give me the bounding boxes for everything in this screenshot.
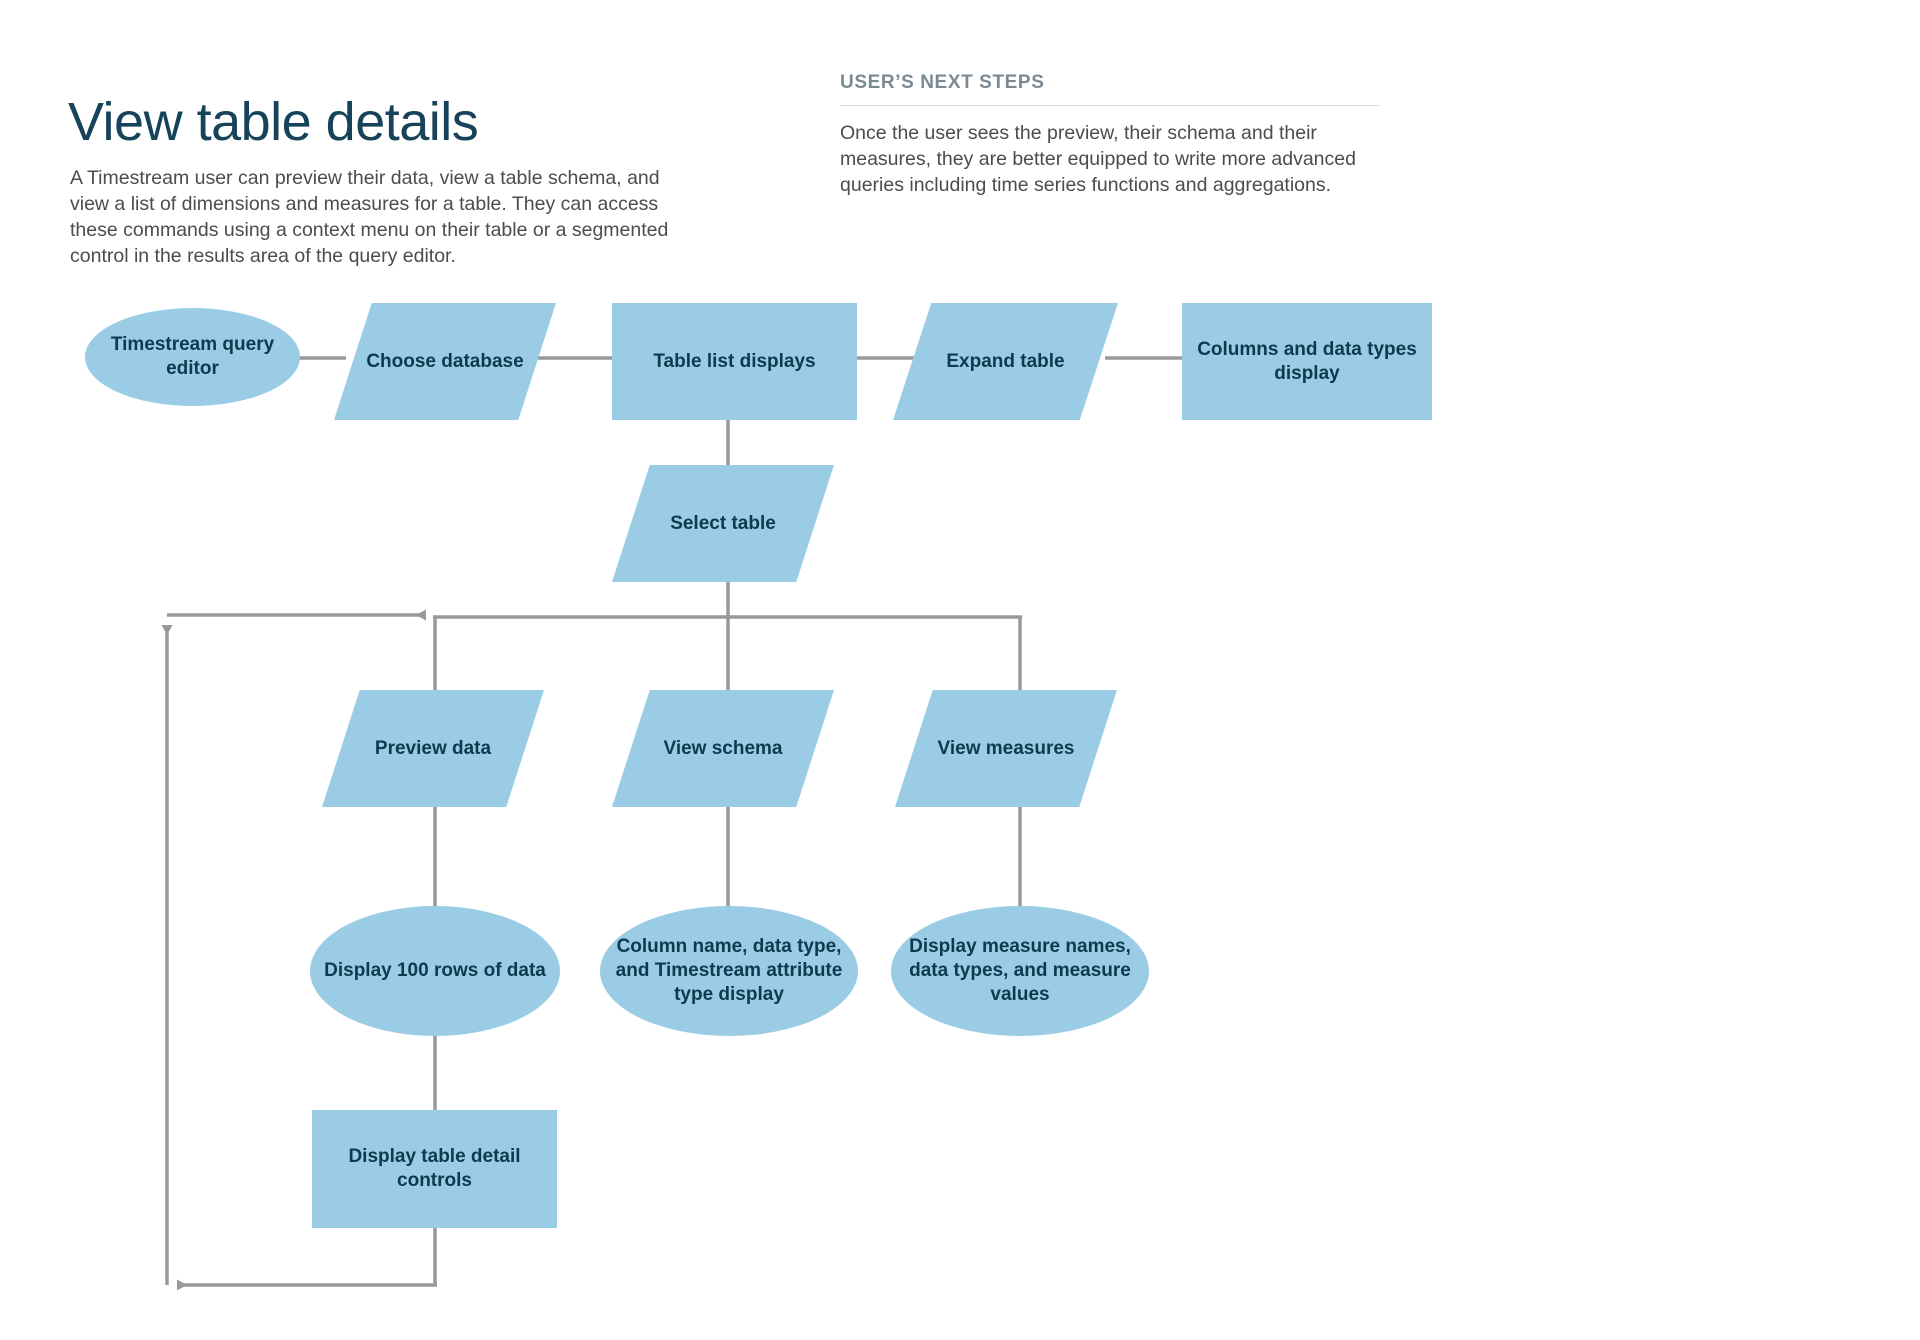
node-label: Table list displays bbox=[653, 350, 816, 372]
next-steps-heading: USER’S NEXT STEPS bbox=[840, 72, 1045, 93]
node-label: View schema bbox=[663, 737, 783, 759]
node-expand-table[interactable]: Expand table bbox=[893, 303, 1118, 420]
node-table-list-displays[interactable]: Table list displays bbox=[612, 303, 857, 420]
node-label: Preview data bbox=[374, 737, 492, 759]
node-preview-data[interactable]: Preview data bbox=[322, 690, 544, 807]
node-display-100-rows-of-data[interactable]: Display 100 rows of data bbox=[310, 906, 560, 1036]
next-steps-block: USER’S NEXT STEPS Once the user sees the… bbox=[840, 72, 1380, 218]
node-label: Display 100 rows of data bbox=[324, 960, 546, 981]
node-label: Columns and data types display bbox=[1197, 338, 1417, 384]
node-column-name-data-type-display[interactable]: Column name, data type, and Timestream a… bbox=[600, 906, 858, 1036]
header-area: View table details A Timestream user can… bbox=[0, 0, 1920, 280]
node-label: Select table bbox=[670, 512, 776, 534]
next-steps-divider bbox=[840, 105, 1380, 106]
node-label: Display measure names, data types, and m… bbox=[909, 936, 1131, 1005]
node-label: Choose database bbox=[366, 350, 524, 372]
node-display-table-detail-controls[interactable]: Display table detail controls bbox=[312, 1110, 557, 1228]
node-columns-and-data-types-display[interactable]: Columns and data types display bbox=[1182, 303, 1432, 420]
node-timestream-query-editor[interactable]: Timestream query editor bbox=[85, 308, 300, 406]
node-choose-database[interactable]: Choose database bbox=[334, 303, 556, 420]
node-view-measures[interactable]: View measures bbox=[895, 690, 1117, 807]
node-label: Column name, data type, and Timestream a… bbox=[615, 936, 843, 1005]
node-label: Timestream query editor bbox=[110, 334, 275, 379]
node-label: View measures bbox=[937, 737, 1075, 759]
node-select-table[interactable]: Select table bbox=[612, 465, 834, 582]
node-display-measure-names[interactable]: Display measure names, data types, and m… bbox=[891, 906, 1149, 1036]
node-label: Expand table bbox=[946, 350, 1065, 372]
node-view-schema[interactable]: View schema bbox=[612, 690, 834, 807]
page-title: View table details bbox=[68, 92, 479, 153]
intro-paragraph: A Timestream user can preview their data… bbox=[70, 166, 669, 267]
next-steps-body: Once the user sees the preview, their sc… bbox=[840, 122, 1356, 196]
node-label: Display table detail controls bbox=[348, 1146, 521, 1191]
